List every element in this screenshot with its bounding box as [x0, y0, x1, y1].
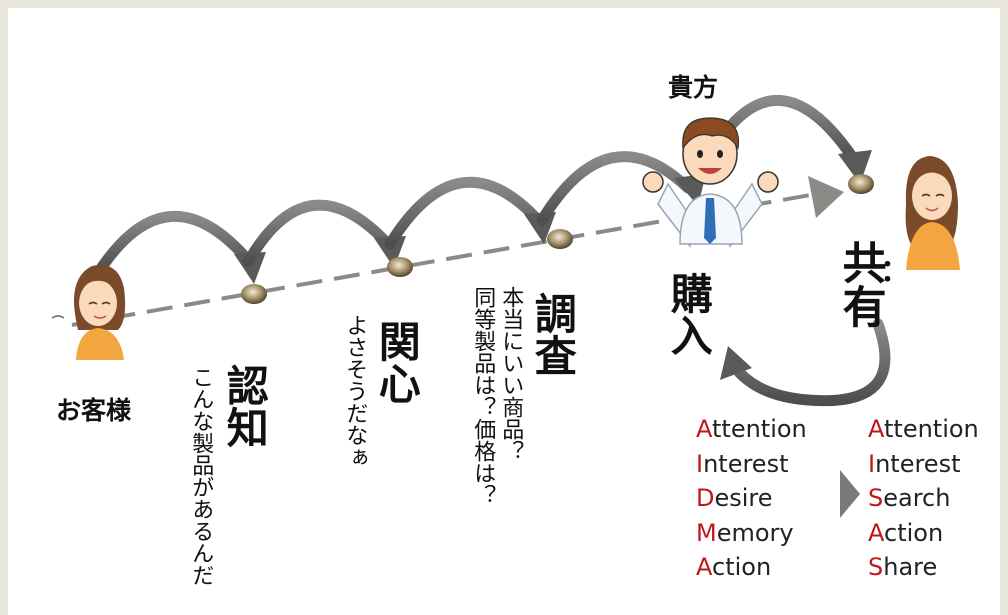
aisas-item: Action — [868, 518, 944, 547]
bead-icon — [547, 229, 573, 249]
aidma-list: Attention Interest Desire Memory Action — [696, 412, 807, 585]
person-man-cheering-icon — [642, 117, 779, 248]
stage-ninchi-title: 認知 — [220, 364, 270, 448]
aidma-item: Attention — [696, 415, 807, 443]
diagram-graphics — [51, 94, 960, 518]
journey-arrowhead — [808, 176, 844, 218]
aidma-item: Memory — [696, 518, 794, 547]
hop-arc — [94, 210, 266, 284]
stage-kounyu-title: 購入 — [664, 272, 714, 356]
stage-chousa-sub1: 本当にいい商品？ — [498, 286, 524, 462]
stage-kyouyu-title: 共有 — [834, 240, 886, 328]
bead-icon — [241, 284, 267, 304]
bead-icon — [848, 174, 874, 194]
person-woman-icon — [905, 156, 960, 270]
aisas-item: Attention — [868, 415, 979, 443]
aisas-list: Attention Interest Search Action Share — [868, 412, 979, 585]
triangle-right-icon — [840, 470, 860, 518]
stage-kanshin-sub: よさそうだなぁ — [342, 314, 368, 468]
stage-kanshin-title: 関心 — [372, 320, 422, 404]
aisas-item: Search — [868, 484, 951, 512]
stage-ninchi-sub: こんな製品があるんだ — [188, 366, 214, 586]
stage-chousa-title: 調査 — [528, 292, 578, 376]
aidma-item: Action — [696, 553, 772, 581]
hop-arc — [384, 176, 556, 250]
you-label: 貴方 — [668, 73, 719, 102]
share-loop-arc — [720, 318, 891, 407]
stage-kyouyu-mark: ： — [880, 254, 910, 289]
person-woman-icon — [51, 264, 126, 360]
bead-icon — [387, 257, 413, 277]
aisas-item: Interest — [868, 449, 961, 478]
aidma-item: Interest — [696, 449, 789, 478]
stage-chousa-sub2: 同等製品は？価格は？ — [470, 286, 496, 506]
aidma-item: Desire — [696, 484, 773, 512]
hop-arc — [242, 199, 406, 268]
aisas-item: Share — [868, 553, 938, 581]
diagram-canvas: お客様 貴方 認知 こんな製品があるんだ 関心 よさそうだなぁ 調査 本当にいい… — [8, 8, 1000, 615]
customer-left-label: お客様 — [56, 396, 132, 425]
